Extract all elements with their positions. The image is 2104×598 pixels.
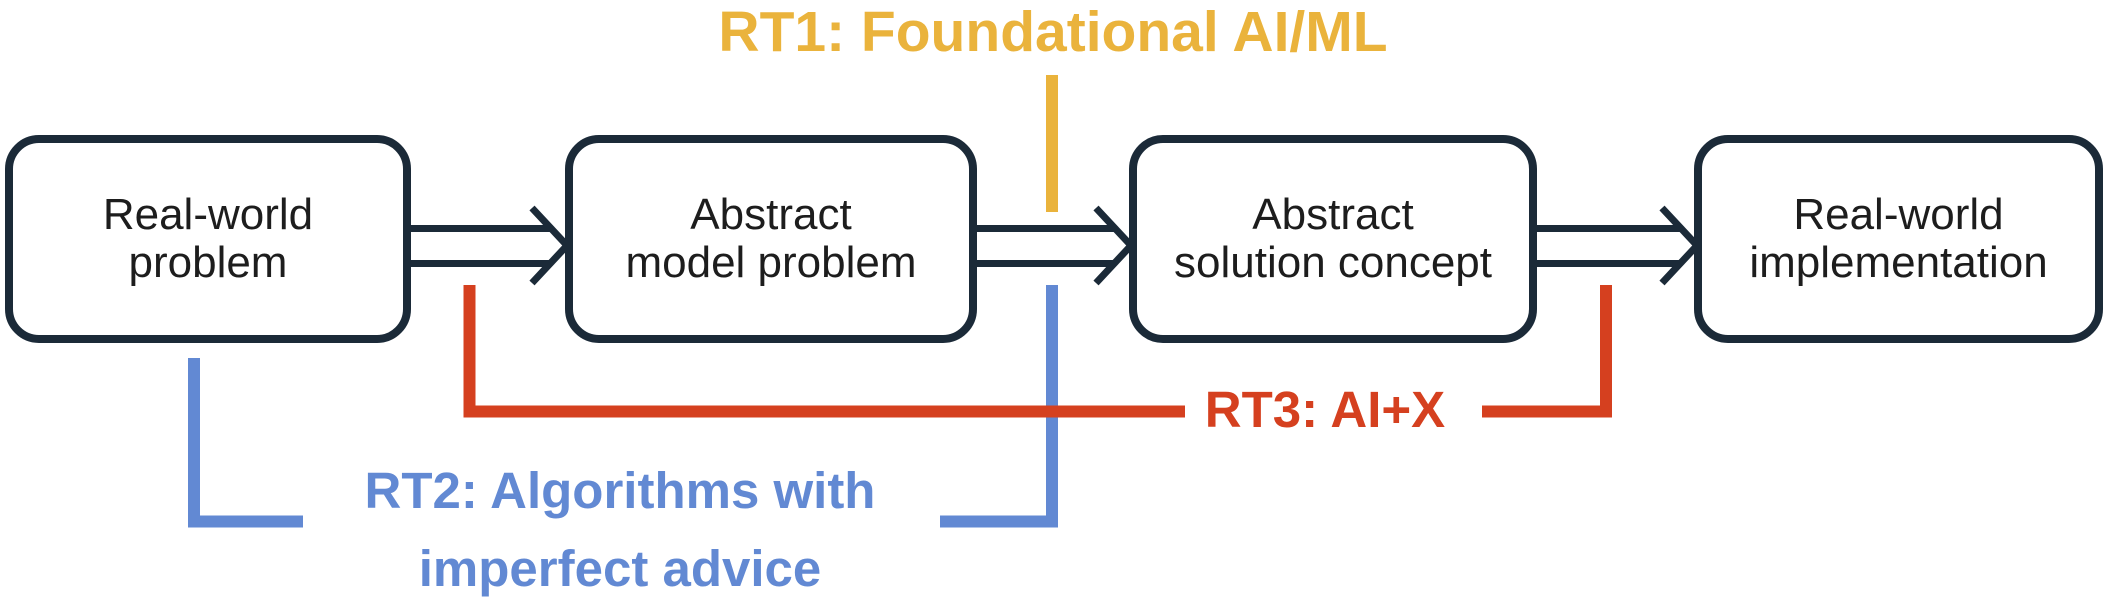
box-abstract-model-problem: Abstract model problem (565, 135, 977, 343)
box-abstract-solution-concept-label: Abstract solution concept (1174, 190, 1492, 287)
box-real-world-problem: Real-world problem (5, 135, 411, 343)
rt3-label: RT3: AI+X (1204, 381, 1446, 438)
box-real-world-problem-label: Real-world problem (102, 190, 314, 287)
box-real-world-implementation: Real-world implementation (1694, 135, 2103, 343)
rt1-label: RT1: Foundational AI/ML (718, 0, 1388, 64)
box-abstract-model-problem-label: Abstract model problem (625, 190, 917, 287)
flow-arrow-2-icon (972, 205, 1136, 286)
flow-arrow-3-icon (1532, 205, 1702, 286)
box-real-world-implementation-label: Real-world implementation (1749, 190, 2048, 287)
box-abstract-solution-concept: Abstract solution concept (1129, 135, 1537, 343)
flow-arrow-1-icon (408, 205, 572, 286)
rt2-label: RT2: Algorithms with imperfect advice (364, 462, 876, 597)
